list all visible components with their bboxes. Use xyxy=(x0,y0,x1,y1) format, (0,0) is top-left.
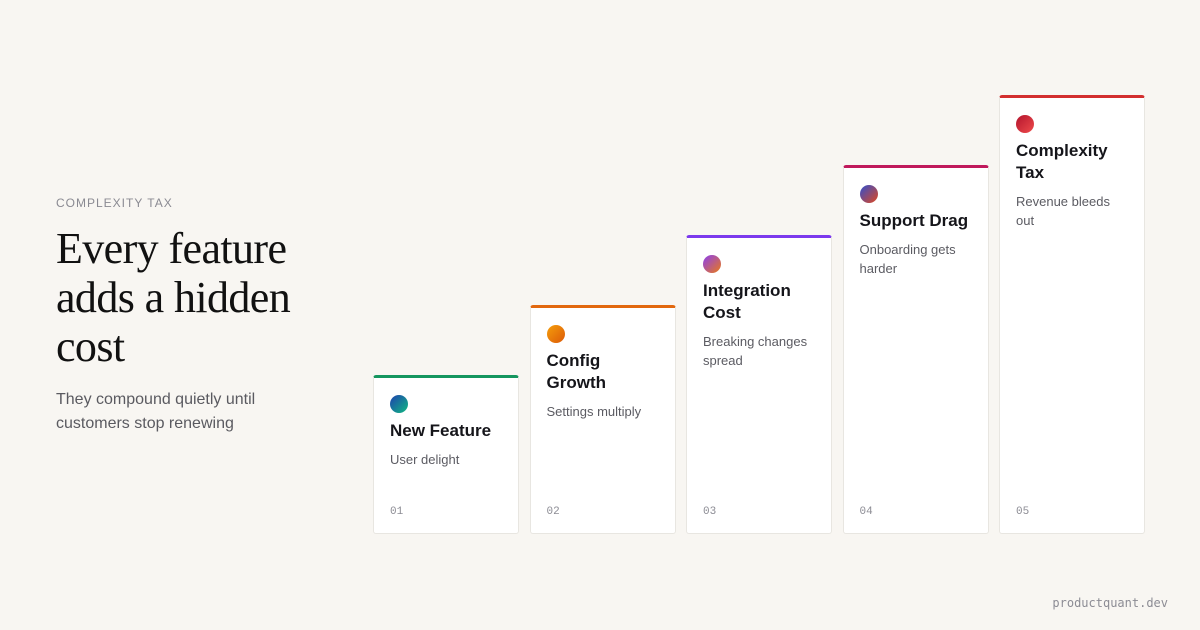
card-title: Integration Cost xyxy=(703,281,791,322)
site-url: productquant.dev xyxy=(1052,596,1168,610)
headline: Every feature adds a hidden cost xyxy=(56,224,291,371)
card-description: User delight xyxy=(390,452,460,467)
gradient-dot-icon xyxy=(546,325,565,343)
step-card-support-drag: Support Drag Onboarding gets harder 04 xyxy=(842,165,989,534)
gradient-dot-icon xyxy=(1016,115,1034,133)
card-title: New Feature xyxy=(390,421,492,440)
gradient-dot-icon xyxy=(703,255,721,273)
step-card-integration-cost: Integration Cost Breaking changes spread… xyxy=(686,235,832,534)
card-title: Config Growth xyxy=(546,351,607,392)
card-description: Breaking changes spread xyxy=(703,334,808,368)
subtitle: They compound quietly until customers st… xyxy=(56,391,256,432)
card-number: 03 xyxy=(703,506,717,518)
card-number: 01 xyxy=(390,506,404,518)
card-title: Support Drag xyxy=(859,211,969,230)
card-description: Onboarding gets harder xyxy=(859,242,956,276)
step-card-config-growth: Config Growth Settings multiply 02 xyxy=(529,305,676,534)
card-number: 02 xyxy=(546,506,560,518)
gradient-dot-icon xyxy=(859,185,878,203)
card-description: Revenue bleeds out xyxy=(1016,194,1110,228)
eyebrow-label: COMPLEXITY TAX xyxy=(56,196,173,210)
step-card-new-feature: New Feature User delight 01 xyxy=(373,375,519,534)
step-card-complexity-tax: Complexity Tax Revenue bleeds out 05 xyxy=(999,95,1145,534)
card-number: 05 xyxy=(1016,506,1030,518)
card-description: Settings multiply xyxy=(546,404,642,419)
card-title: Complexity Tax xyxy=(1016,141,1108,182)
gradient-dot-icon xyxy=(390,395,408,413)
card-number: 04 xyxy=(859,506,873,518)
intro-panel: COMPLEXITY TAX Every feature adds a hidd… xyxy=(56,196,346,436)
